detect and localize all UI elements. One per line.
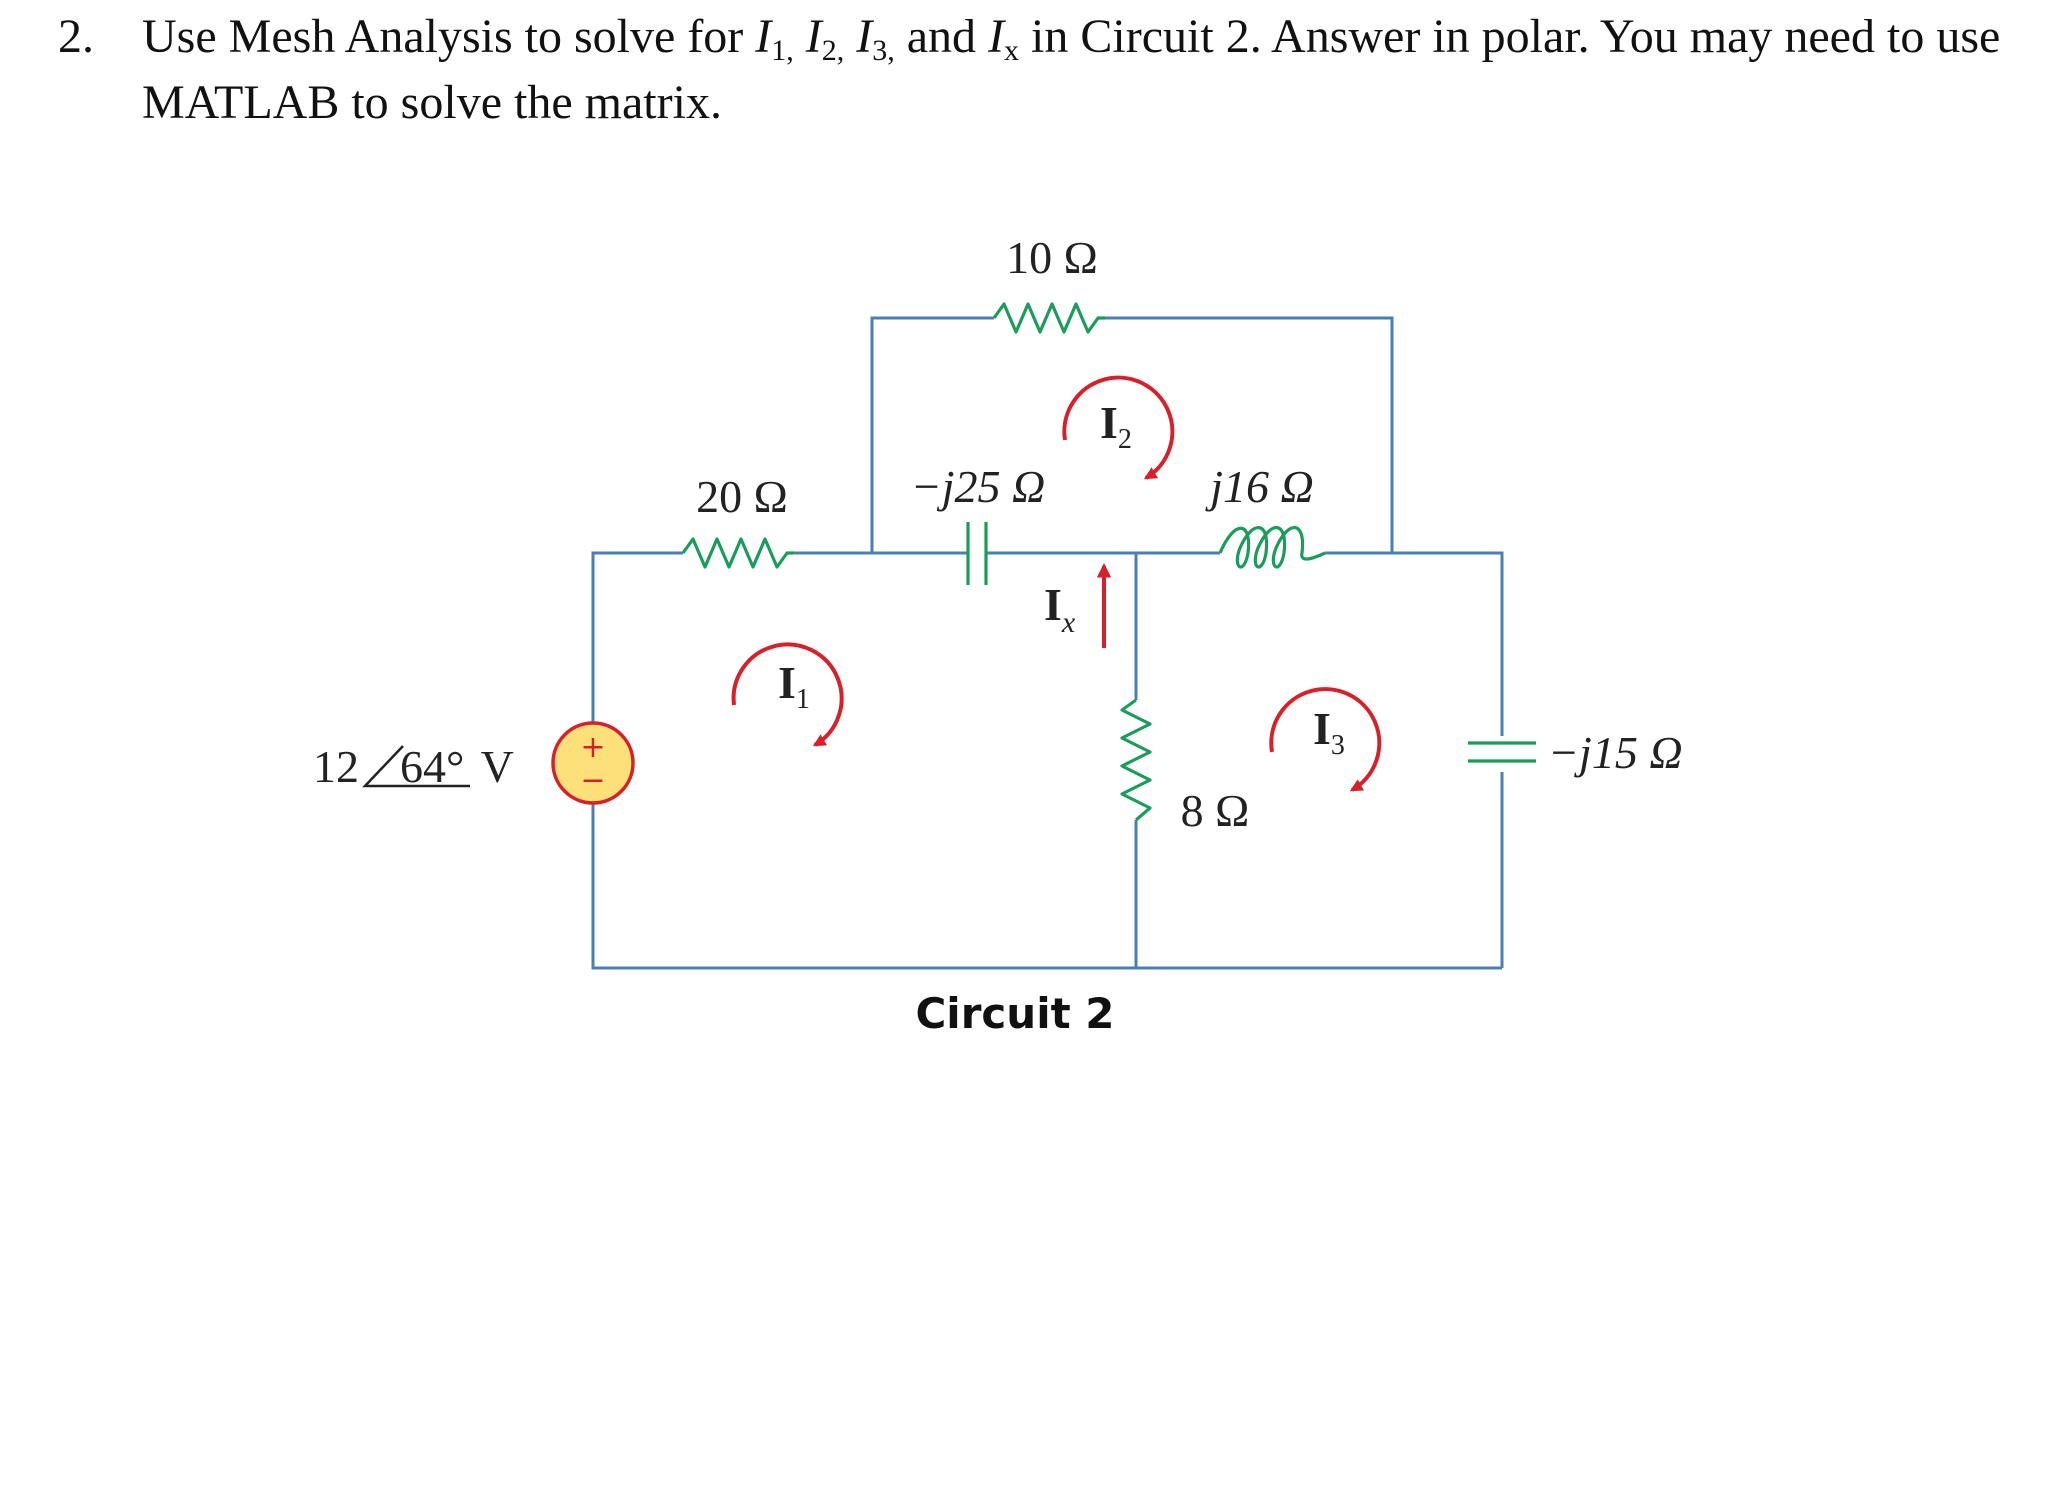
label-mesh3: I3 [1313, 703, 1345, 761]
wire-top-right [1105, 316, 1394, 553]
label-r-mid: 8 Ω [1181, 785, 1250, 836]
label-source-magnitude: 12 [313, 741, 359, 792]
source-plus-sign: + [580, 730, 605, 765]
label-mesh1-sub: 1 [796, 684, 810, 715]
label-ix-main: I [1044, 579, 1062, 630]
label-r-top: 10 Ω [1006, 232, 1098, 283]
current-i1-subscript: 1, [771, 34, 794, 67]
label-ix-sub: x [1061, 606, 1076, 639]
label-mesh1: I1 [778, 657, 810, 715]
question-part-3: in Circuit 2. Answer in polar. You may n… [142, 10, 2001, 129]
wire-bottom [591, 800, 1502, 970]
label-source-angle: 64° [400, 741, 464, 792]
label-mesh3-sub: 3 [1331, 730, 1345, 761]
voltage-source: + − [551, 721, 635, 805]
label-inductor: j16 Ω [1205, 461, 1314, 512]
label-cap-right: −j15 Ω [1548, 727, 1683, 778]
label-cap-mid: −j25 Ω [911, 461, 1046, 512]
label-mesh3-main: I [1313, 703, 1331, 754]
label-r-left: 20 Ω [696, 471, 788, 522]
label-source-unit: V [470, 741, 514, 792]
inductor-16-ohm [1218, 526, 1326, 569]
resistor-20-ohm [681, 537, 793, 569]
wire-top-loop [870, 316, 994, 553]
source-minus-sign: − [580, 763, 605, 798]
wire-ind-to-right [1325, 551, 1504, 736]
label-mesh2-sub: 2 [1118, 424, 1132, 455]
resistor-8-ohm [1120, 698, 1152, 822]
components [681, 302, 1536, 822]
mesh2-arrow [1062, 375, 1175, 480]
label-branch-ix: Ix [1044, 579, 1076, 639]
mesh-arrows [731, 375, 1382, 792]
current-i3-subscript: 3, [872, 34, 895, 67]
current-i3-symbol: I [856, 10, 873, 63]
resistor-10-ohm [992, 302, 1105, 334]
current-ix-subscript: x [1004, 34, 1020, 67]
current-i2-symbol: I [805, 10, 822, 63]
voltage-source-circle [551, 721, 635, 805]
label-mesh2: I2 [1100, 397, 1132, 455]
angle-symbol [362, 745, 470, 788]
mesh1-arrow [731, 642, 844, 747]
current-i1-symbol: I [755, 10, 772, 63]
circuit-caption: Circuit 2 [915, 989, 1114, 1038]
question-text: Use Mesh Analysis to solve for I1, I2, I… [142, 4, 2022, 136]
current-ix-symbol: I [988, 10, 1005, 63]
wire-left-branch [591, 551, 683, 726]
mesh3-arrow [1269, 687, 1382, 792]
current-i2-subscript: 2, [821, 34, 845, 67]
label-mesh2-main: I [1100, 397, 1118, 448]
question-number: 2. [58, 10, 94, 63]
question-part-2: and [894, 10, 989, 63]
question-part-1: Use Mesh Analysis to solve for [142, 10, 756, 63]
wires [591, 316, 1504, 970]
label-mesh1-main: I [778, 657, 796, 708]
